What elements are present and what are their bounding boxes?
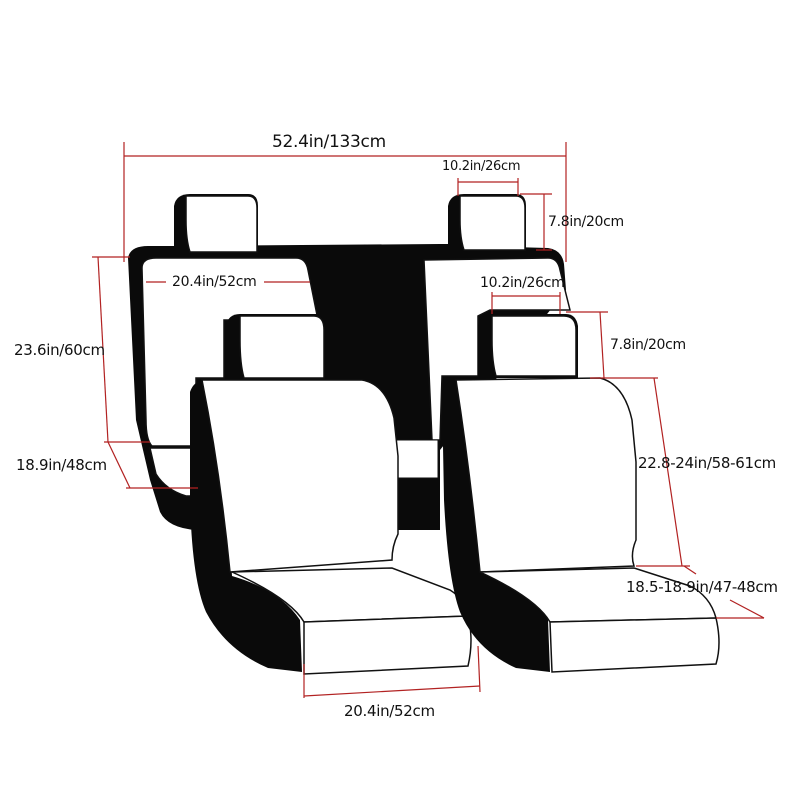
front-left-headrest-face <box>239 315 325 379</box>
rear-center-cushion-strip <box>391 439 439 479</box>
front-backrest-height-label: 22.8-24in/58-61cm <box>638 454 776 472</box>
front-cushion-width-label: 20.4in/52cm <box>344 702 435 720</box>
rear-headrest-height-label: 7.8in/20cm <box>548 214 624 230</box>
front-cushion-depth-label: 18.5-18.9in/47-48cm <box>626 578 778 596</box>
rear-backrest-width-label: 20.4in/52cm <box>170 274 259 290</box>
front-left-cushion-front <box>303 615 472 675</box>
dimension-lines <box>92 142 765 698</box>
rear-headrest-width-label: 10.2in/26cm <box>442 159 521 174</box>
front-right-seat <box>442 314 720 673</box>
front-headrest-width-label: 10.2in/26cm <box>480 275 565 291</box>
front-headrest-height-label: 7.8in/20cm <box>610 337 686 353</box>
rear-right-backrest-face <box>423 257 571 441</box>
front-right-headrest-face <box>491 315 577 377</box>
rear-backrest-height-label: 23.6in/60cm <box>14 341 105 359</box>
front-left-backrest-face <box>201 379 399 573</box>
rear-left-headrest-face <box>185 195 258 253</box>
front-left-seat <box>190 314 472 675</box>
rear-cushion-depth-label: 18.9in/48cm <box>16 456 107 474</box>
rear-left-backrest-face <box>141 257 319 447</box>
rear-right-headrest-face <box>459 195 526 251</box>
front-right-cushion-front <box>549 617 720 673</box>
total-width-label: 52.4in/133cm <box>272 132 386 152</box>
front-right-backrest-face <box>455 377 637 573</box>
